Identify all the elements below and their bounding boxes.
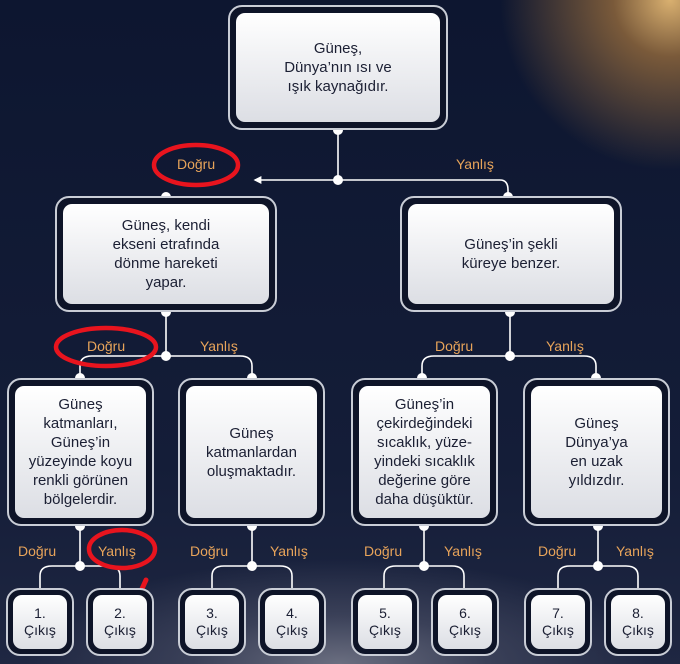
connector-left-dogru	[79, 355, 166, 378]
connector-right-yanlis	[510, 355, 597, 378]
output-3-text: 3. Çıkış	[185, 595, 239, 649]
output-4: 4. Çıkış	[258, 588, 326, 656]
output-7-text: 7. Çıkış	[531, 595, 585, 649]
node-right-right-text: Güneş Dünya’ya en uzak yıldızdır.	[531, 386, 662, 518]
label-dogru-2a: Doğru	[87, 338, 126, 354]
output-8-text: 8. Çıkış	[611, 595, 665, 649]
node-right-left: Güneş’in çekirdeğindeki sıcaklık, yüze- …	[351, 378, 498, 526]
output-2: 2. Çıkış	[86, 588, 154, 656]
output-2-text: 2. Çıkış	[93, 595, 147, 649]
node-right-left-text: Güneş’in çekirdeğindeki sıcaklık, yüze- …	[359, 386, 490, 518]
red-circle-mark-icon	[53, 325, 159, 369]
connector-lr-yanlis	[252, 565, 293, 588]
connector-rl-dogru	[383, 565, 424, 588]
label-dogru-2b: Doğru	[435, 338, 474, 354]
output-5-text: 5. Çıkış	[358, 595, 412, 649]
connector-left-yanlis	[166, 355, 253, 378]
node-right-right: Güneş Dünya’ya en uzak yıldızdır.	[523, 378, 670, 526]
output-3: 3. Çıkış	[178, 588, 246, 656]
label-dogru-3a: Doğru	[18, 543, 57, 559]
label-yanlis-3d: Yanlış	[616, 543, 654, 559]
label-dogru-3d: Doğru	[538, 543, 577, 559]
output-5: 5. Çıkış	[351, 588, 419, 656]
node-root-text: Güneş, Dünya’nın ısı ve ışık kaynağıdır.	[236, 13, 440, 122]
red-circle-mark-icon	[151, 142, 241, 188]
connector-root-yanlis	[338, 179, 509, 197]
node-left: Güneş, kendi ekseni etrafında dönme hare…	[55, 196, 277, 312]
label-yanlis-1: Yanlış	[456, 156, 494, 172]
output-6-text: 6. Çıkış	[438, 595, 492, 649]
output-8: 8. Çıkış	[604, 588, 672, 656]
label-yanlis-2b: Yanlış	[546, 338, 584, 354]
node-root: Güneş, Dünya’nın ısı ve ışık kaynağıdır.	[228, 5, 448, 130]
connector-ll-dogru	[39, 565, 80, 588]
output-6: 6. Çıkış	[431, 588, 499, 656]
node-left-right: Güneş katmanlardan oluşmaktadır.	[178, 378, 325, 526]
label-dogru-3c: Doğru	[364, 543, 403, 559]
node-right: Güneş’in şekli küreye benzer.	[400, 196, 622, 312]
output-1: 1. Çıkış	[6, 588, 74, 656]
connector-rr-dogru	[557, 565, 598, 588]
node-left-left-text: Güneş katmanları, Güneş’in yüzeyinde koy…	[15, 386, 146, 518]
label-yanlis-3c: Yanlış	[444, 543, 482, 559]
label-yanlis-3b: Yanlış	[270, 543, 308, 559]
node-left-right-text: Güneş katmanlardan oluşmaktadır.	[186, 386, 317, 518]
label-dogru-1: Doğru	[177, 156, 216, 172]
label-yanlis-2a: Yanlış	[200, 338, 238, 354]
output-7: 7. Çıkış	[524, 588, 592, 656]
node-right-text: Güneş’in şekli küreye benzer.	[408, 204, 614, 304]
node-left-text: Güneş, kendi ekseni etrafında dönme hare…	[63, 204, 269, 304]
output-4-text: 4. Çıkış	[265, 595, 319, 649]
red-circle-mark-icon	[86, 527, 158, 571]
connector-lr-dogru	[211, 565, 252, 588]
label-dogru-3b: Doğru	[190, 543, 229, 559]
label-yanlis-3a: Yanlış	[98, 543, 136, 559]
connector-rl-yanlis	[424, 565, 465, 588]
output-1-text: 1. Çıkış	[13, 595, 67, 649]
connector-rr-yanlis	[598, 565, 639, 588]
connector-right-dogru	[421, 355, 510, 378]
node-left-left: Güneş katmanları, Güneş’in yüzeyinde koy…	[7, 378, 154, 526]
